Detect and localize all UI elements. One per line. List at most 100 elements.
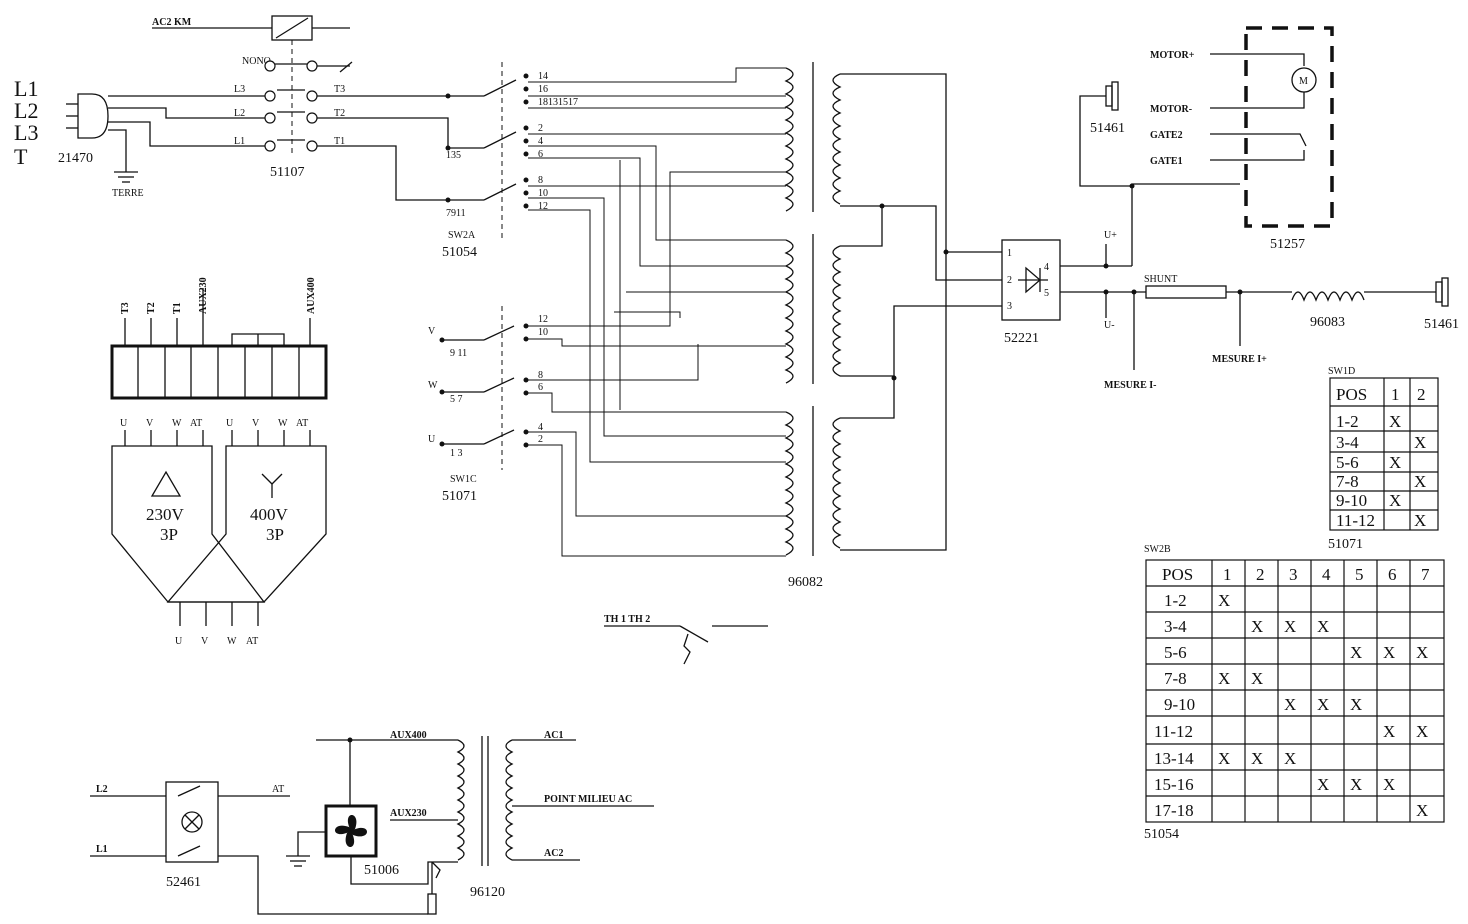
sw2b-cell: X xyxy=(1383,722,1395,741)
sw1d-title: SW1D xyxy=(1328,366,1355,377)
gate1: GATE1 xyxy=(1150,156,1183,167)
sw1c-v-sub: 9 11 xyxy=(450,348,467,359)
earth-icon xyxy=(114,171,138,183)
sw1c-ref: 51071 xyxy=(442,489,477,504)
aux-l2: L2 xyxy=(96,784,108,795)
aux-l1: L1 xyxy=(96,844,108,855)
sw2a-c6: 6 xyxy=(538,149,543,160)
tb-t2: T2 xyxy=(146,302,157,314)
contactor-ref: 51107 xyxy=(270,165,304,180)
star-volt: 400V xyxy=(250,505,289,524)
in-l2: L2 xyxy=(234,108,245,119)
sw2b-cell: X xyxy=(1350,775,1362,794)
star-phase: 3P xyxy=(266,525,284,544)
thermal-icon xyxy=(683,633,691,665)
sw1d-h-pos: POS xyxy=(1336,385,1367,404)
sw2b-row-pos: 11-12 xyxy=(1154,722,1193,741)
mains-plug: L1 L2 L3 T 21470 TERRE xyxy=(14,76,270,199)
sw2b-cell: X xyxy=(1284,749,1296,768)
pin-5: 5 xyxy=(1044,288,1049,299)
sw1c-c6: 6 xyxy=(538,382,543,393)
sw2a-c2: 2 xyxy=(538,123,543,134)
sw2b-h-5: 5 xyxy=(1355,565,1364,584)
sw1d-cell: X xyxy=(1389,453,1401,472)
sw2b-cell: X xyxy=(1416,643,1428,662)
fuse-icon xyxy=(427,893,437,915)
sw1d-row-pos: 11-12 xyxy=(1336,511,1375,530)
sw1c-c2: 2 xyxy=(538,434,543,445)
sw2b-row-pos: 1-2 xyxy=(1164,591,1187,610)
sw1d-cell: X xyxy=(1414,433,1426,452)
aux400: AUX400 xyxy=(390,730,427,741)
terminal-block: T3 T2 T1 AUX230 AUX400 U V W AT U V W AT xyxy=(110,277,328,647)
aux-circuit: L2 L1 52461 AT AUX400 AUX230 xyxy=(90,730,654,915)
sw1c-contacts xyxy=(523,323,529,448)
earth-label: TERRE xyxy=(112,188,144,199)
sw2b-cell: X xyxy=(1251,749,1263,768)
sw2b-cell: X xyxy=(1218,591,1230,610)
motor-enclosure xyxy=(1244,26,1334,228)
sw2b-cell: X xyxy=(1416,722,1428,741)
delta-icon xyxy=(150,470,182,497)
motor-group-ref: 51257 xyxy=(1270,237,1305,252)
sw2b-cell: X xyxy=(1383,643,1395,662)
motor-symbol: M xyxy=(1299,76,1308,87)
tb-bot-w: W xyxy=(227,636,237,647)
sw2b-cell: X xyxy=(1251,669,1263,688)
sw2b-cell: X xyxy=(1383,775,1395,794)
sw2b-cell: X xyxy=(1350,695,1362,714)
aux-trafo-ref: 96120 xyxy=(470,885,505,900)
sw2b-ref: 51054 xyxy=(1144,827,1179,842)
gate2: GATE2 xyxy=(1150,130,1183,141)
switch-sw2a: 135 7911 SW2A 51054 14 16 18131517 2 4 6… xyxy=(442,62,786,463)
fan-icon xyxy=(334,814,368,848)
sw2b-row-pos: 7-8 xyxy=(1164,669,1187,688)
sw2a-c18: 18131517 xyxy=(538,97,578,108)
tb-sub-w1: W xyxy=(172,418,182,429)
sw1d-ref: 51071 xyxy=(1328,537,1363,552)
sw1d-h-2: 2 xyxy=(1417,385,1426,404)
sw2b-cell: X xyxy=(1284,617,1296,636)
label-l1: L1 xyxy=(14,76,38,101)
tb-sub-w2: W xyxy=(278,418,288,429)
nono-label: NONO xyxy=(242,56,271,67)
lamp-ref: 52461 xyxy=(166,875,201,890)
sw1d-cell: X xyxy=(1389,491,1401,510)
sw2b-row-pos: 3-4 xyxy=(1164,617,1187,636)
sw1c-w: W xyxy=(428,380,438,391)
sw2b-h-4: 4 xyxy=(1322,565,1331,584)
delta-phase: 3P xyxy=(160,525,178,544)
sw1c-c10: 10 xyxy=(538,327,548,338)
sw1c-u: U xyxy=(428,434,436,445)
sw2b-cell: X xyxy=(1317,695,1329,714)
sw1d-h-1: 1 xyxy=(1391,385,1400,404)
fan-ref: 51006 xyxy=(364,863,399,878)
motor-minus: MOTOR- xyxy=(1150,104,1192,115)
sw2b-cell: X xyxy=(1218,669,1230,688)
connector-top-ref: 51461 xyxy=(1090,121,1125,136)
sw1c-c8: 8 xyxy=(538,370,543,381)
aux-at: AT xyxy=(272,784,284,795)
out-t2: T2 xyxy=(334,108,345,119)
sw2b-cell: X xyxy=(1251,617,1263,636)
plug-ref: 21470 xyxy=(58,151,93,166)
sw2b-cell: X xyxy=(1350,643,1362,662)
sw1d-row-pos: 9-10 xyxy=(1336,491,1367,510)
transformer-ref: 96082 xyxy=(788,575,823,590)
fan-earth-icon xyxy=(286,855,310,867)
sw2a-c12: 12 xyxy=(538,201,548,212)
sw2b-row-pos: 5-6 xyxy=(1164,643,1187,662)
sw2a-common1: 135 xyxy=(446,150,461,161)
rectifier-ref: 52221 xyxy=(1004,331,1039,346)
aux-trafo-primary-icon xyxy=(456,739,465,861)
mesure-plus: MESURE I+ xyxy=(1212,354,1267,365)
sw2a-contacts xyxy=(523,73,529,209)
sw2b-row-pos: 17-18 xyxy=(1154,801,1194,820)
in-l1: L1 xyxy=(234,136,245,147)
sw1d-cell: X xyxy=(1414,472,1426,491)
out-t3: T3 xyxy=(334,84,345,95)
sw1c-c4: 4 xyxy=(538,422,543,433)
in-l3: L3 xyxy=(234,84,245,95)
